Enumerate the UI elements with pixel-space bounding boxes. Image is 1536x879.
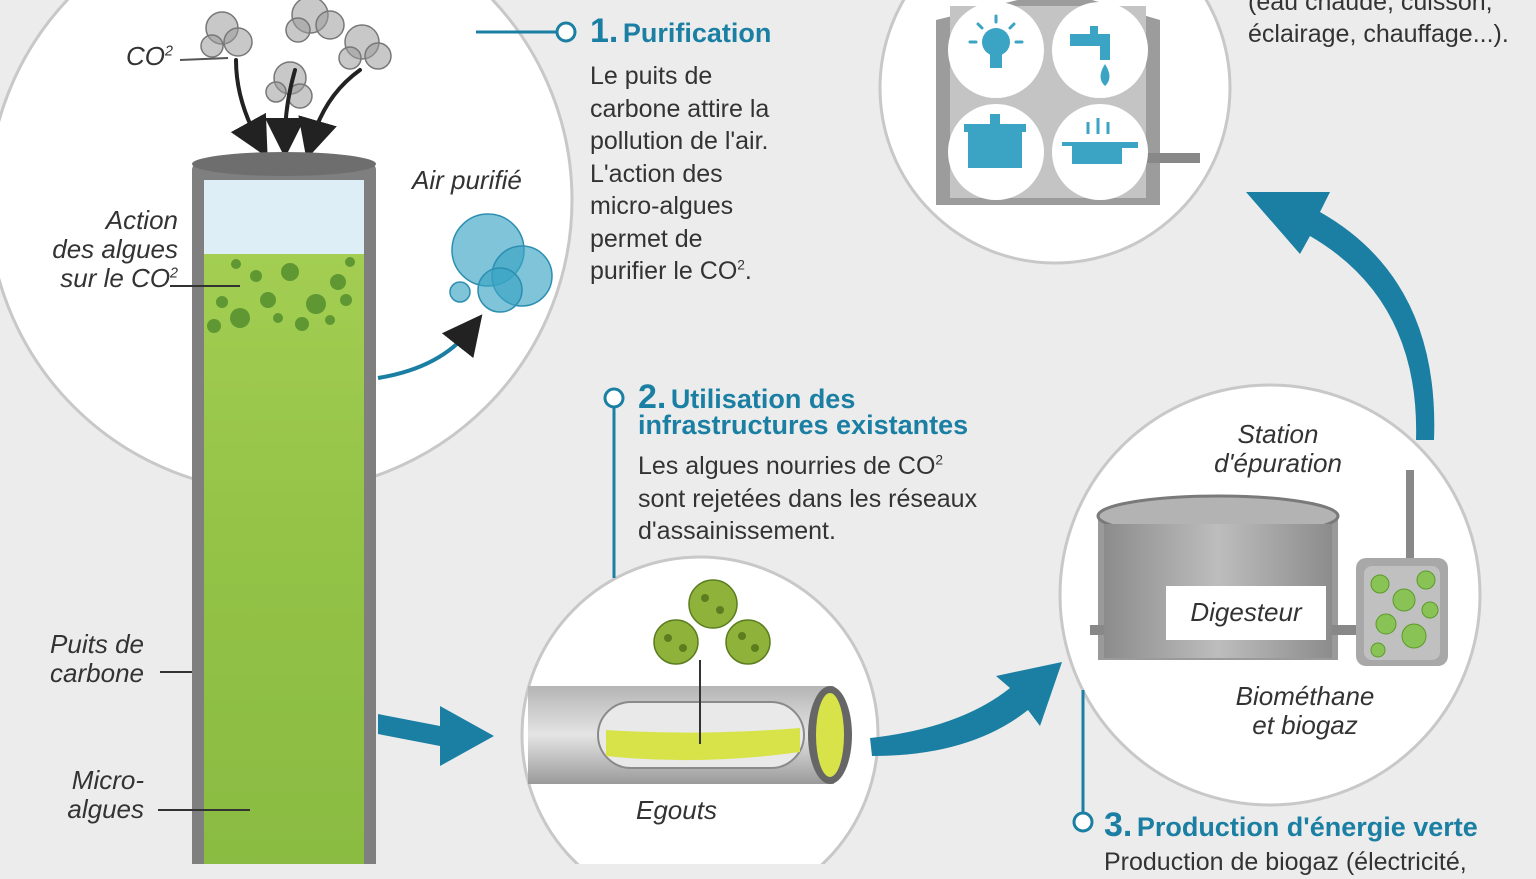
- step1-title: Purification: [622, 18, 772, 48]
- algae-action-label: Action des algues sur le CO2: [52, 205, 178, 294]
- air-out-arrow: [377, 314, 483, 380]
- step3-body-partial: Production de biogaz (électricité,: [1104, 848, 1467, 876]
- algae-bubbles: [207, 257, 355, 333]
- carbon-sink-tube: [192, 152, 376, 864]
- step1-heading: 1. Purification: [590, 12, 771, 51]
- step3-heading: 3. Production d'énergie verte: [1104, 806, 1478, 845]
- step1-number: 1.: [590, 12, 619, 50]
- co2-arrows: [230, 58, 362, 160]
- digester-label-box: [1166, 586, 1326, 640]
- lightbulb-icon: [948, 2, 1044, 98]
- step3-title: Production d'énergie verte: [1136, 812, 1478, 842]
- step3-number: 3.: [1104, 806, 1133, 844]
- flow-arrows: [378, 192, 1435, 766]
- algae-clusters-dots: [664, 594, 759, 652]
- step1-body: Le puits de carbone attire la pollution …: [590, 62, 770, 285]
- algae-clusters: [653, 579, 771, 665]
- step2-heading: 2. Utilisation des: [638, 378, 855, 417]
- step3-dot: [1072, 811, 1094, 833]
- carbon-sink-label: Puits de carbone: [50, 629, 144, 689]
- biogas-bubbles: [1370, 570, 1439, 658]
- cooking-pot-icon: [948, 104, 1044, 200]
- sewer-label: Egouts: [636, 795, 717, 825]
- step2-title-line2: infrastructures existantes: [638, 410, 969, 440]
- co2-leader-line: [179, 57, 229, 61]
- sewer-pipe: [528, 686, 852, 784]
- purified-air-label: Air purifié: [412, 165, 522, 195]
- co2-label: CO2: [126, 41, 173, 71]
- faucet-icon: [1052, 2, 1148, 98]
- saucepan-icon: [1052, 104, 1148, 200]
- step2-number: 2.: [638, 378, 667, 416]
- step2-body: Les algues nourries de CO2 sont rejetées…: [638, 452, 978, 545]
- purified-air-bubbles: [449, 213, 553, 313]
- digester-label: Digesteur: [1190, 597, 1302, 627]
- micro-algae-label: Micro- algues: [67, 765, 144, 825]
- step1-dot: [555, 21, 577, 43]
- step2-title-line1: Utilisation des: [670, 384, 856, 414]
- co2-molecules: [200, 0, 392, 109]
- biomethane-label: Biométhane et biogaz: [1235, 681, 1375, 741]
- house-caption: (eau chaude, cuisson, éclairage, chauffa…: [1248, 0, 1509, 48]
- station-title: Station d'épuration: [1214, 419, 1342, 479]
- step2-dot: [603, 387, 625, 409]
